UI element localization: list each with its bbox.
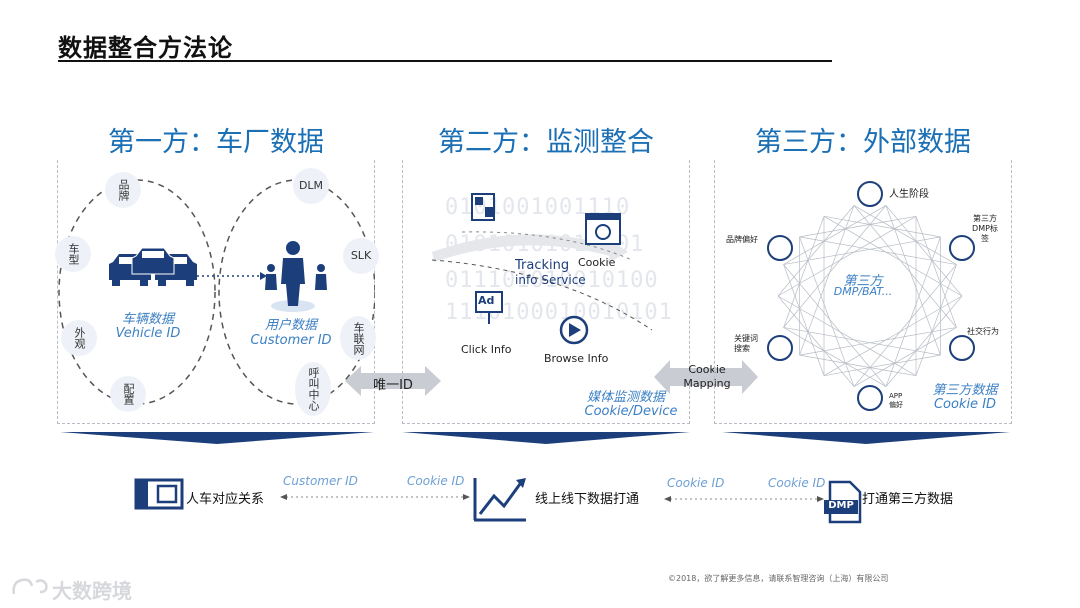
tracking-label: Tracking [515, 258, 570, 273]
bubble-iov: 车联网 [340, 316, 376, 360]
panel-second-party-heading: 第二方：监测整合 [402, 120, 690, 159]
media-sub-label: Cookie/Device [584, 404, 678, 419]
link1-dotted [280, 494, 470, 500]
ad-billboard-icon [475, 291, 503, 324]
click-info-label: Click Info [461, 343, 512, 356]
vehicle-id-label: Vehicle ID [115, 326, 181, 341]
ad-badge: Ad [478, 294, 495, 307]
cookie-mapping-label: Cookie Mapping [683, 363, 731, 390]
browse-info-label: Browse Info [544, 352, 609, 365]
copyright-footer: ©2018，欲了解更多信息，请联系智理咨询（上海）有限公司 [668, 574, 889, 583]
page-title: 数据整合方法论 [58, 34, 233, 62]
node-keyword: 关键词搜索 [734, 334, 758, 353]
bottom-item-2-label: 线上线下数据打通 [535, 492, 640, 507]
qr-code-icon [471, 193, 495, 221]
bubble-config: 配置 [110, 376, 146, 412]
logo-icon [10, 574, 50, 598]
panel-third-party-heading: 第三方：外部数据 [714, 120, 1012, 159]
node-life-stage: 人生阶段 [889, 189, 929, 200]
cookie-mapping-arrow [654, 360, 758, 394]
dmp-file-icon [824, 480, 862, 524]
vehicle-data-label: 车辆数据 [121, 312, 174, 327]
network-node-icons [767, 181, 975, 411]
second-party-diagram [431, 193, 653, 345]
id-card-icon [134, 478, 184, 510]
link2-right-label: Cookie ID [768, 476, 826, 490]
media-data-label: 媒体监测数据 [586, 390, 665, 405]
node-brand-pref: 品牌偏好 [726, 235, 758, 244]
binary-line-3: 011101010010100 [445, 268, 659, 293]
info-service-label: info Service [515, 273, 586, 287]
bubble-slk: SLK [343, 238, 379, 274]
node-social: 社交行为 [967, 327, 999, 336]
link2-left-label: Cookie ID [667, 476, 725, 490]
panel-chevrons [60, 432, 1010, 444]
unique-id-arrow [345, 366, 441, 396]
play-icon [559, 315, 589, 345]
center-label: 第三方 [843, 274, 883, 289]
cars-icon [109, 247, 197, 286]
user-data-label: 用户数据 [264, 318, 317, 333]
node-app-pref: APP偏好 [889, 392, 903, 409]
cookie-label: Cookie [578, 256, 616, 269]
first-party-diagram [58, 179, 375, 405]
title-underline [58, 60, 832, 62]
link2-dotted [664, 496, 824, 502]
growth-chart-icon [473, 478, 526, 522]
cookie-browser-icon [585, 213, 621, 245]
bubble-exterior: 外观 [61, 320, 97, 356]
third-party-data-label: 第三方数据 [932, 383, 998, 398]
link1-right-label: Cookie ID [407, 474, 465, 488]
bubble-brand: 品牌 [105, 172, 141, 208]
bubble-call-center: 呼叫中心 [295, 362, 331, 416]
bubble-dlm: DLM [293, 168, 329, 204]
users-icon [265, 241, 327, 312]
logo-text: 大数跨境 [52, 579, 132, 603]
panel-first-party-heading: 第一方：车厂数据 [57, 120, 375, 159]
node-third-dmp-tag: 第三方DMP标签 [972, 214, 998, 243]
third-party-network [767, 181, 975, 411]
bottom-item-1-label: 人车对应关系 [186, 492, 265, 507]
dmp-file-text: DMP [828, 500, 854, 511]
bottom-item-3-label: 打通第三方数据 [862, 492, 954, 507]
third-party-cookie-id: Cookie ID [933, 397, 997, 412]
center-sub-label: DMP/BAT... [833, 285, 893, 298]
customer-id-label: Customer ID [250, 333, 332, 348]
bubble-model: 车型 [55, 236, 91, 272]
link1-left-label: Customer ID [283, 474, 358, 488]
